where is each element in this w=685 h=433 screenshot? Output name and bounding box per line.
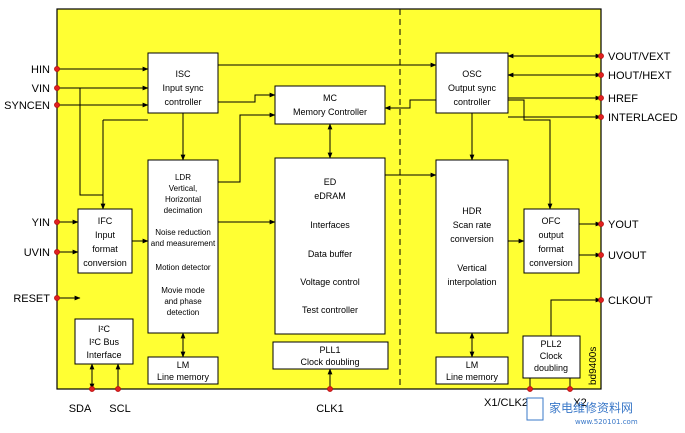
pin-dots xyxy=(54,53,604,392)
osc-line-1: OSC xyxy=(462,69,482,79)
ofc-line-4: conversion xyxy=(529,258,573,268)
pin-scl: SCL xyxy=(109,403,130,415)
ldr-line-9: and phase xyxy=(164,297,202,306)
hdr-line-5: interpolation xyxy=(447,277,496,287)
pin-x1-clk2: X1/CLK2 xyxy=(484,397,528,409)
ed-line-1: ED xyxy=(324,177,337,187)
ofc-line-2: output xyxy=(538,230,564,240)
hdr-line-2: Scan rate xyxy=(453,220,492,230)
ifc-line-1: IFC xyxy=(98,216,113,226)
ed-line-6: Test controller xyxy=(302,305,358,315)
ofc-block: OFC output format conversion xyxy=(523,208,580,274)
lm2-block: LM Line memory xyxy=(435,356,509,385)
hdr-block: HDR Scan rate conversion Vertical interp… xyxy=(435,159,509,334)
bottom-pin-labels: SDA SCL CLK1 X1/CLK2 X2 xyxy=(69,397,587,415)
pin-uvout: UVOUT xyxy=(608,250,647,262)
pin-reset: RESET xyxy=(13,293,50,305)
ifc-block: IFC Input format conversion xyxy=(77,208,133,274)
ofc-line-1: OFC xyxy=(542,216,561,226)
ed-line-2: eDRAM xyxy=(314,191,346,201)
ldr-line-2: Vertical, xyxy=(169,184,197,193)
i2c-block: I²C I²C Bus Interface xyxy=(74,318,134,365)
isc-line-2: Input sync xyxy=(162,83,204,93)
pin-href: HREF xyxy=(608,93,638,105)
hdr-line-1: HDR xyxy=(462,206,482,216)
lm2-line-1: LM xyxy=(466,360,479,370)
osc-block: OSC Output sync controller xyxy=(435,52,509,114)
pll2-line-2: Clock xyxy=(540,351,563,361)
lm1-line-2: Line memory xyxy=(157,372,210,382)
ldr-line-7: Motion detector xyxy=(155,263,210,272)
ldr-line-10: detection xyxy=(167,308,199,317)
ldr-line-3: Horizontal xyxy=(165,195,201,204)
ldr-line-1: LDR xyxy=(175,173,191,182)
pin-syncen: SYNCEN xyxy=(4,100,50,112)
ldr-line-8: Movie mode xyxy=(161,286,205,295)
ed-line-3: Interfaces xyxy=(310,220,350,230)
watermark: 家电维修资料网 www.520101.com xyxy=(526,397,638,426)
lm2-line-2: Line memory xyxy=(446,372,499,382)
pll1-block: PLL1 Clock doubling xyxy=(272,341,389,370)
ifc-line-4: conversion xyxy=(83,258,127,268)
pin-sda: SDA xyxy=(69,403,92,415)
pll2-line-1: PLL2 xyxy=(540,339,561,349)
osc-line-2: Output sync xyxy=(448,83,497,93)
ldr-line-6: and measurement xyxy=(151,239,216,248)
pin-vin: VIN xyxy=(32,83,50,95)
mc-line-2: Memory Controller xyxy=(293,107,367,117)
watermark-url: www.520101.com xyxy=(575,418,638,426)
ed-line-4: Data buffer xyxy=(308,249,352,259)
pin-interlaced: INTERLACED xyxy=(608,112,678,124)
lm1-line-1: LM xyxy=(177,360,190,370)
pll2-block: PLL2 Clock doubling xyxy=(522,335,581,379)
pin-x2: X2 xyxy=(573,397,586,409)
ifc-line-3: format xyxy=(92,244,118,254)
isc-block: ISC Input sync controller xyxy=(147,52,219,114)
ifc-line-2: Input xyxy=(95,230,116,240)
ldr-line-5: Noise reduction xyxy=(155,228,211,237)
hdr-line-3: conversion xyxy=(450,234,494,244)
hdr-line-4: Vertical xyxy=(457,263,487,273)
pin-clk1: CLK1 xyxy=(316,403,344,415)
mc-line-1: MC xyxy=(323,93,337,103)
pin-hout-hext: HOUT/HEXT xyxy=(608,70,672,82)
mc-block: MC Memory Controller xyxy=(274,85,386,125)
pin-yin: YIN xyxy=(32,217,50,229)
part-number-label: bd9400s xyxy=(588,347,599,385)
pin-hin: HIN xyxy=(31,64,50,76)
pll2-line-3: doubling xyxy=(534,363,568,373)
ldr-line-4: decimation xyxy=(164,206,203,215)
pll1-line-2: Clock doubling xyxy=(300,357,359,367)
ofc-line-3: format xyxy=(538,244,564,254)
pin-uvin: UVIN xyxy=(24,247,50,259)
isc-line-1: ISC xyxy=(175,69,191,79)
pin-clkout: CLKOUT xyxy=(608,295,653,307)
left-pin-labels: HIN VIN SYNCEN YIN UVIN RESET xyxy=(4,64,50,305)
ldr-block: LDR Vertical, Horizontal decimation Nois… xyxy=(147,159,219,334)
watermark-text: 家电维修资料网 xyxy=(549,400,633,415)
i2c-line-3: Interface xyxy=(86,350,121,360)
ed-line-5: Voltage control xyxy=(300,277,360,287)
right-pin-labels: VOUT/VEXT HOUT/HEXT HREF INTERLACED YOUT… xyxy=(608,51,678,307)
ed-block: ED eDRAM Interfaces Data buffer Voltage … xyxy=(274,157,386,335)
pin-yout: YOUT xyxy=(608,219,639,231)
pll1-line-1: PLL1 xyxy=(319,345,340,355)
connections xyxy=(57,53,602,390)
i2c-line-2: I²C Bus xyxy=(89,337,120,347)
i2c-line-1: I²C xyxy=(98,324,110,334)
isc-line-3: controller xyxy=(164,97,201,107)
osc-line-3: controller xyxy=(453,97,490,107)
pin-vout-vext: VOUT/VEXT xyxy=(608,51,671,63)
lm1-block: LM Line memory xyxy=(147,356,219,385)
